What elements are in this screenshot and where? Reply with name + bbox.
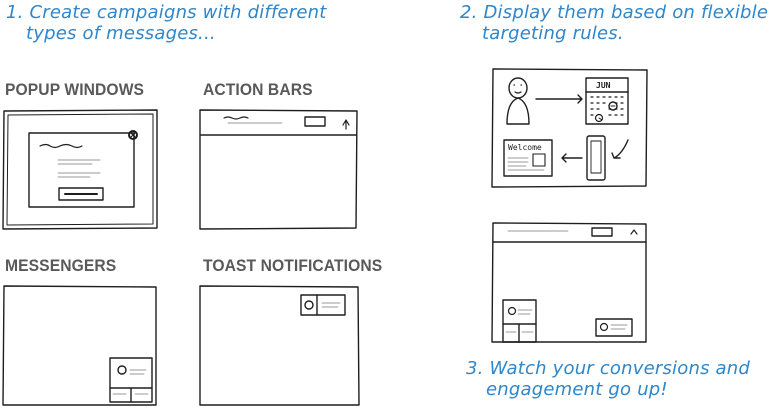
step-2-heading: 2. Display them based on flexible target… bbox=[460, 2, 768, 44]
step-1-line-2: types of messages... bbox=[26, 23, 216, 44]
label-toast-notifications: TOAST NOTIFICATIONS bbox=[203, 256, 383, 275]
step-3-heading: 3. Watch your conversions and engagement… bbox=[466, 358, 750, 400]
targeting-rules-sketch: JUN Welcome bbox=[491, 68, 648, 188]
step-2-line-1: 2. Display them based on flexible bbox=[460, 2, 768, 23]
messenger-sketch bbox=[2, 285, 157, 406]
toast-notification-sketch bbox=[199, 285, 360, 406]
result-browser-sketch bbox=[491, 222, 647, 343]
step-2-line-2: targeting rules. bbox=[482, 23, 624, 44]
label-popup-windows: POPUP WINDOWS bbox=[5, 80, 145, 99]
step-1-line-1: 1. Create campaigns with different bbox=[6, 2, 327, 23]
step-3-line-1: 3. Watch your conversions and bbox=[466, 358, 751, 379]
label-messengers: MESSENGERS bbox=[5, 256, 117, 275]
step-1-heading: 1. Create campaigns with different types… bbox=[6, 2, 327, 44]
popup-window-sketch bbox=[2, 109, 158, 230]
calendar-month: JUN bbox=[596, 81, 611, 90]
welcome-text: Welcome bbox=[508, 143, 542, 152]
step-3-line-2: engagement go up! bbox=[486, 379, 668, 400]
label-action-bars: ACTION BARS bbox=[203, 80, 313, 99]
action-bar-sketch bbox=[199, 109, 358, 230]
